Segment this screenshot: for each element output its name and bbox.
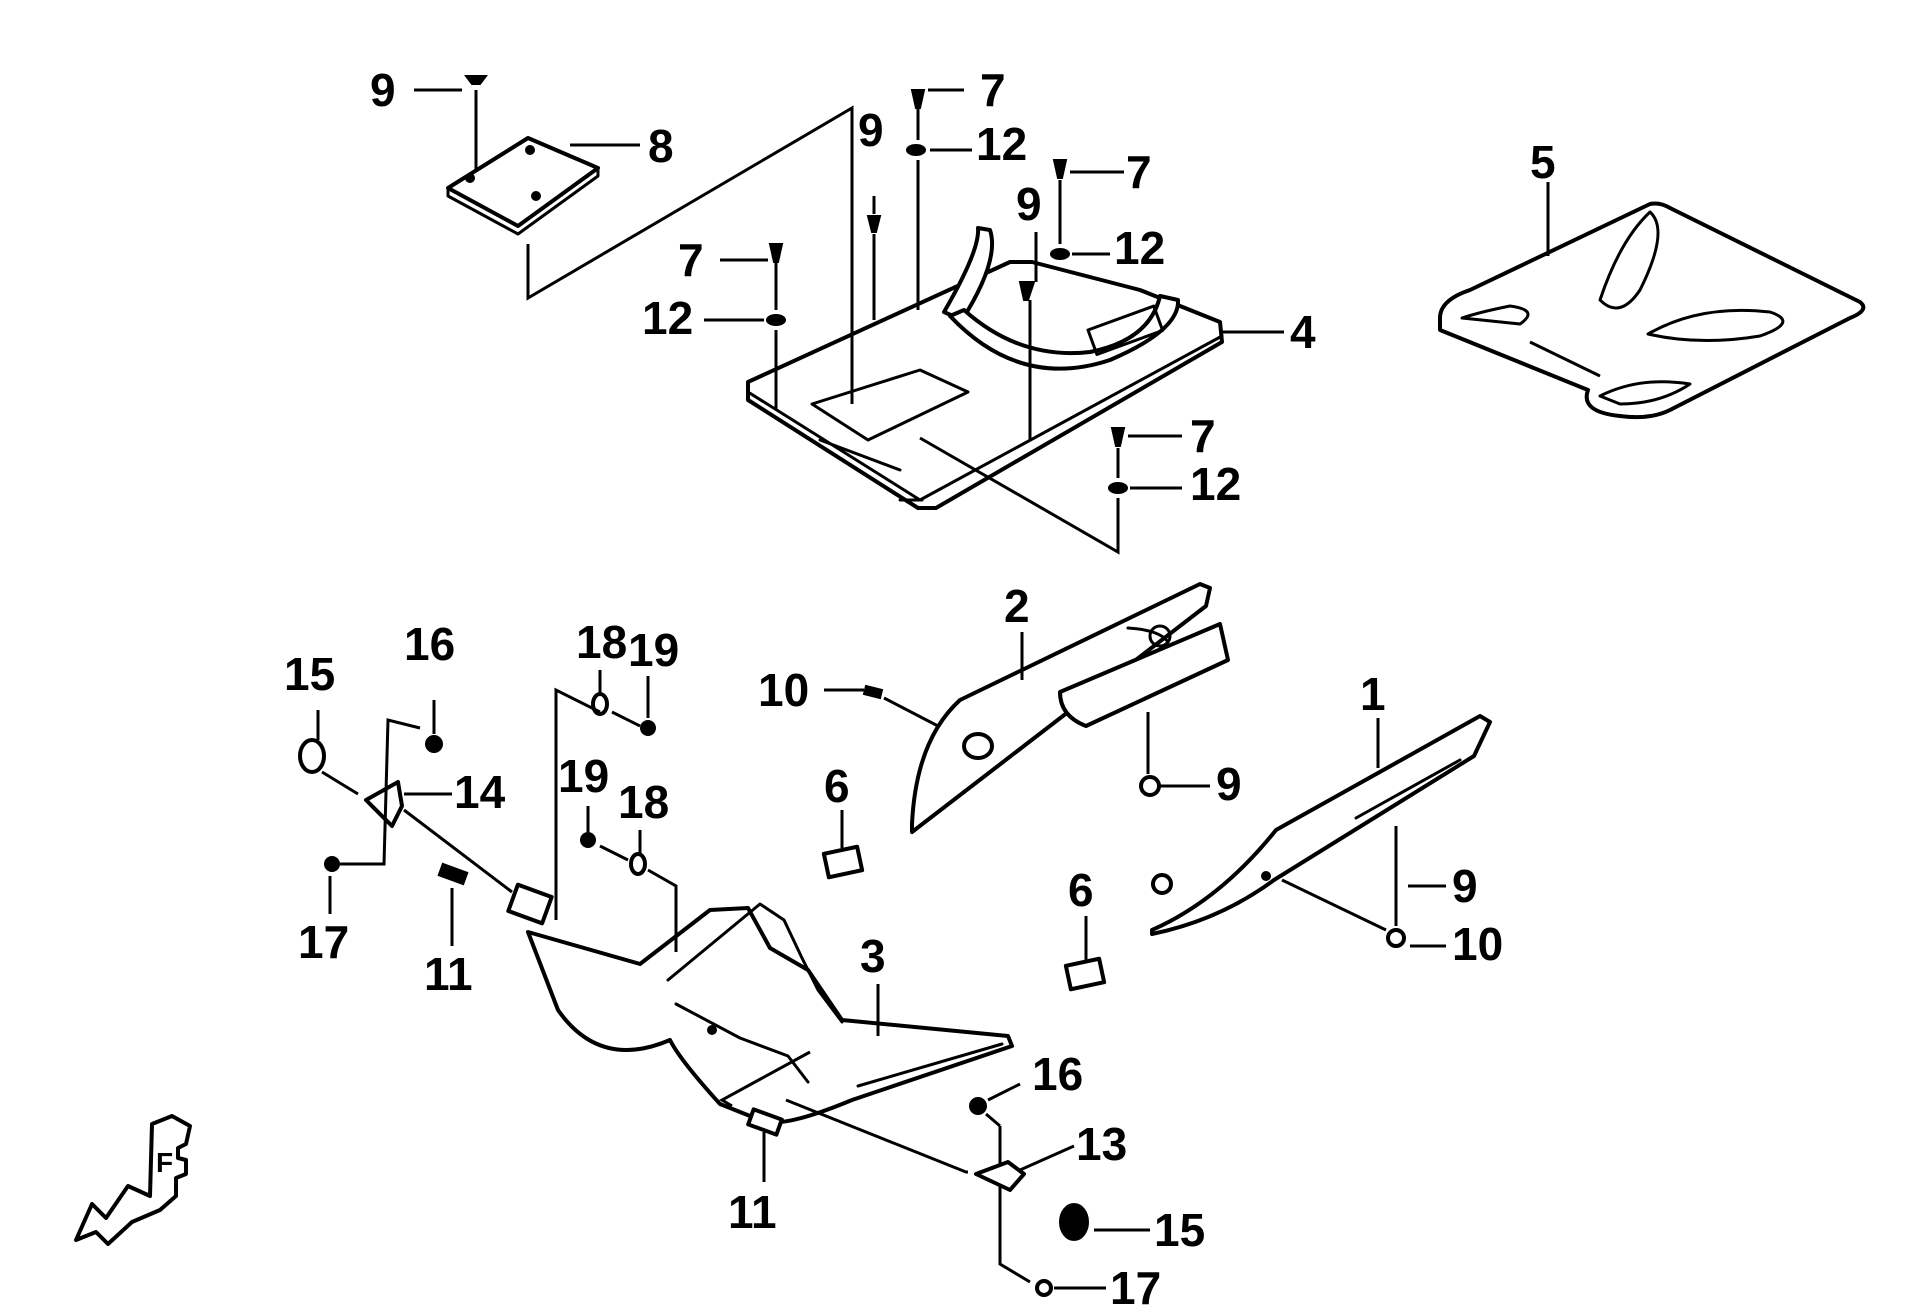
part-1-side-cover <box>1150 714 1492 936</box>
front-letter: F <box>156 1147 173 1178</box>
leader-lines <box>316 88 1601 1290</box>
part-8-plate <box>446 136 600 236</box>
front-arrow-icon: F <box>74 1114 192 1246</box>
callout-10: 10 <box>758 664 809 716</box>
callout-16: 16 <box>1032 1048 1083 1100</box>
callout-19: 19 <box>628 624 679 676</box>
callout-17: 17 <box>298 916 349 968</box>
part-6-clip-upper <box>821 844 865 880</box>
callout-12: 12 <box>976 118 1027 170</box>
callout-6: 6 <box>824 760 850 812</box>
part-3-under-panel <box>506 882 1014 1125</box>
part-5-floor-mat <box>1438 201 1866 420</box>
part-4-floor-panel <box>746 226 1224 510</box>
callout-18: 18 <box>576 616 627 668</box>
callout-17: 17 <box>1110 1262 1161 1312</box>
callout-12: 12 <box>1114 222 1165 274</box>
callout-7: 7 <box>980 64 1006 116</box>
callout-7: 7 <box>678 234 704 286</box>
callout-14: 14 <box>454 766 506 818</box>
callout-9: 9 <box>1016 178 1042 230</box>
callouts: 9 8 9 7 12 7 9 12 7 12 4 5 7 12 2 10 9 1… <box>284 64 1556 1312</box>
callout-13: 13 <box>1076 1118 1127 1170</box>
callout-1: 1 <box>1360 668 1386 720</box>
callout-9: 9 <box>1216 758 1242 810</box>
part-2-side-cover <box>910 582 1230 834</box>
part-6-clip-lower <box>1063 956 1107 992</box>
callout-11: 11 <box>424 948 473 1000</box>
callout-18: 18 <box>618 776 669 828</box>
callout-4: 4 <box>1290 306 1316 358</box>
callout-12: 12 <box>642 292 693 344</box>
callout-9: 9 <box>370 64 396 116</box>
callout-16: 16 <box>404 618 455 670</box>
callout-2: 2 <box>1004 580 1030 632</box>
callout-15: 15 <box>284 648 335 700</box>
callout-9: 9 <box>858 104 884 156</box>
callout-5: 5 <box>1530 136 1556 188</box>
callout-7: 7 <box>1126 146 1152 198</box>
callout-11: 11 <box>728 1186 777 1238</box>
callout-8: 8 <box>648 120 674 172</box>
callout-15: 15 <box>1154 1204 1205 1256</box>
callout-19: 19 <box>558 750 609 802</box>
callout-10: 10 <box>1452 918 1503 970</box>
callout-9: 9 <box>1452 860 1478 912</box>
callout-3: 3 <box>860 930 886 982</box>
callout-12: 12 <box>1190 458 1241 510</box>
callout-6: 6 <box>1068 864 1094 916</box>
callout-7: 7 <box>1190 410 1216 462</box>
